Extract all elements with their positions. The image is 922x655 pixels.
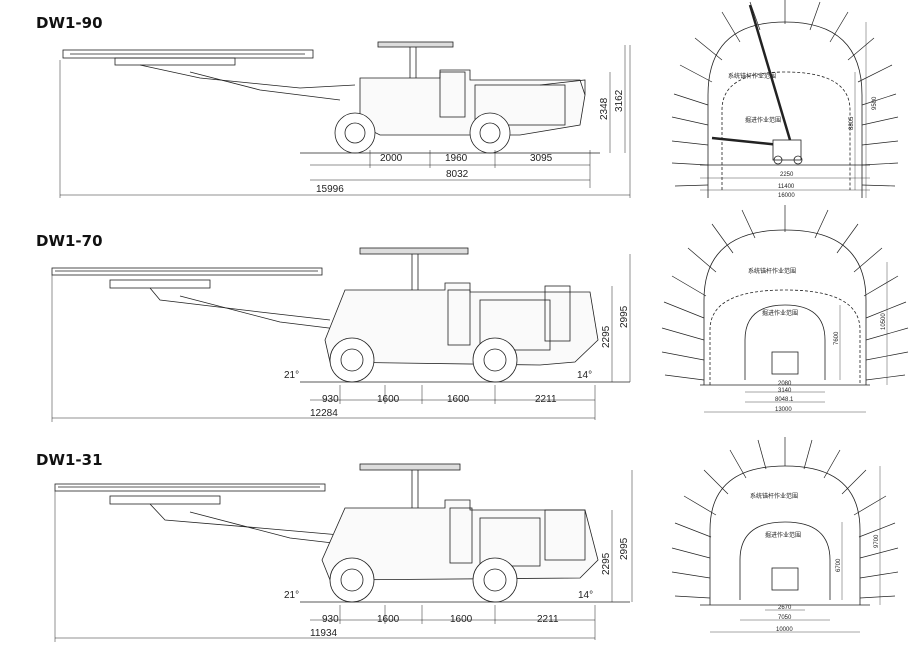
dim-2-d0: 930: [322, 394, 339, 405]
tunnel-2-h-inner: 7600: [834, 331, 840, 345]
dim-3-height-high: 2995: [619, 537, 630, 560]
tunnel-3-w-outer: 10000: [776, 627, 793, 633]
tunnel-1-label-inner: 掘进作业范围: [745, 116, 781, 124]
tunnel-3-w-inner: 2670: [778, 605, 792, 611]
tunnel-1-h-inner: 8805: [849, 116, 855, 130]
dim-2-d3: 2211: [535, 394, 557, 405]
model-title-dw1-31: DW1-31: [36, 451, 103, 469]
drill-rig-dw1-31: [54, 463, 630, 603]
dimensions-dw1-70: [51, 254, 631, 422]
drill-rig-dw1-70: [51, 247, 630, 383]
tunnel-3-label-inner: 掘进作业范围: [765, 531, 801, 539]
dim-3-angle-front: 21°: [284, 590, 299, 601]
dimensions-dw1-31: [54, 470, 633, 642]
tunnel-2-h-outer: 10500: [881, 313, 887, 330]
dim-3-d2: 1600: [450, 614, 473, 625]
dim-2-d1: 1600: [377, 394, 400, 405]
model-title-dw1-70: DW1-70: [36, 232, 103, 250]
dim-2-height-high: 2995: [619, 305, 630, 328]
dim-1-d2: 1960: [445, 153, 468, 164]
tunnel-2-label-outer: 系统锚杆作业范围: [748, 267, 796, 275]
tunnel-1-h-outer: 9500: [872, 96, 878, 110]
tunnel-1-w-outer: 16000: [778, 193, 795, 199]
tunnel-2-w-inner: 2080: [778, 381, 792, 387]
tunnel-1-w-mid: 11400: [778, 184, 795, 190]
dim-3-angle-rear: 14°: [578, 590, 593, 601]
tunnel-3-h-outer: 9700: [874, 534, 880, 548]
tunnel-1-w-inner: 2250: [780, 172, 794, 178]
dim-1-total: 15996: [316, 184, 344, 195]
tunnel-3-h-inner: 6700: [836, 558, 842, 572]
tunnel-3-label-outer: 系统锚杆作业范围: [750, 492, 798, 500]
tunnel-2-w-mid2: 8048.1: [775, 397, 794, 403]
tunnel-2-w-mid: 3140: [778, 388, 792, 394]
tunnel-2-label-inner: 掘进作业范围: [762, 309, 798, 317]
tunnel-section-dw1-90: [671, 0, 899, 198]
tunnel-section-dw1-31: [671, 437, 899, 633]
dim-1-d3: 3095: [530, 153, 553, 164]
dim-2-d2: 1600: [447, 394, 470, 405]
tunnel-1-label-outer: 系统锚杆作业范围: [728, 72, 776, 80]
dim-3-d0: 930: [322, 614, 339, 625]
dim-1-d1: 2000: [380, 153, 403, 164]
dim-1-height-high: 3162: [614, 89, 625, 112]
dim-2-angle-front: 21°: [284, 370, 299, 381]
tunnel-section-dw1-70: [661, 205, 909, 413]
dim-3-d3: 2211: [537, 614, 559, 625]
dimensions-dw1-90: [59, 45, 631, 198]
dim-3-height-low: 2295: [601, 552, 612, 575]
dim-3-total: 11934: [310, 628, 338, 639]
dim-2-angle-rear: 14°: [577, 370, 592, 381]
tunnel-2-w-outer: 13000: [775, 407, 792, 413]
dim-1-wheelbase: 8032: [446, 169, 469, 180]
dim-1-height-low: 2348: [599, 97, 610, 120]
dim-2-total: 12284: [310, 408, 338, 419]
model-title-dw1-90: DW1-90: [36, 14, 103, 32]
drill-rig-dw1-90: [62, 41, 600, 154]
tunnel-3-w-mid: 7050: [778, 615, 792, 621]
dim-3-d1: 1600: [377, 614, 400, 625]
dim-2-height-low: 2295: [601, 325, 612, 348]
